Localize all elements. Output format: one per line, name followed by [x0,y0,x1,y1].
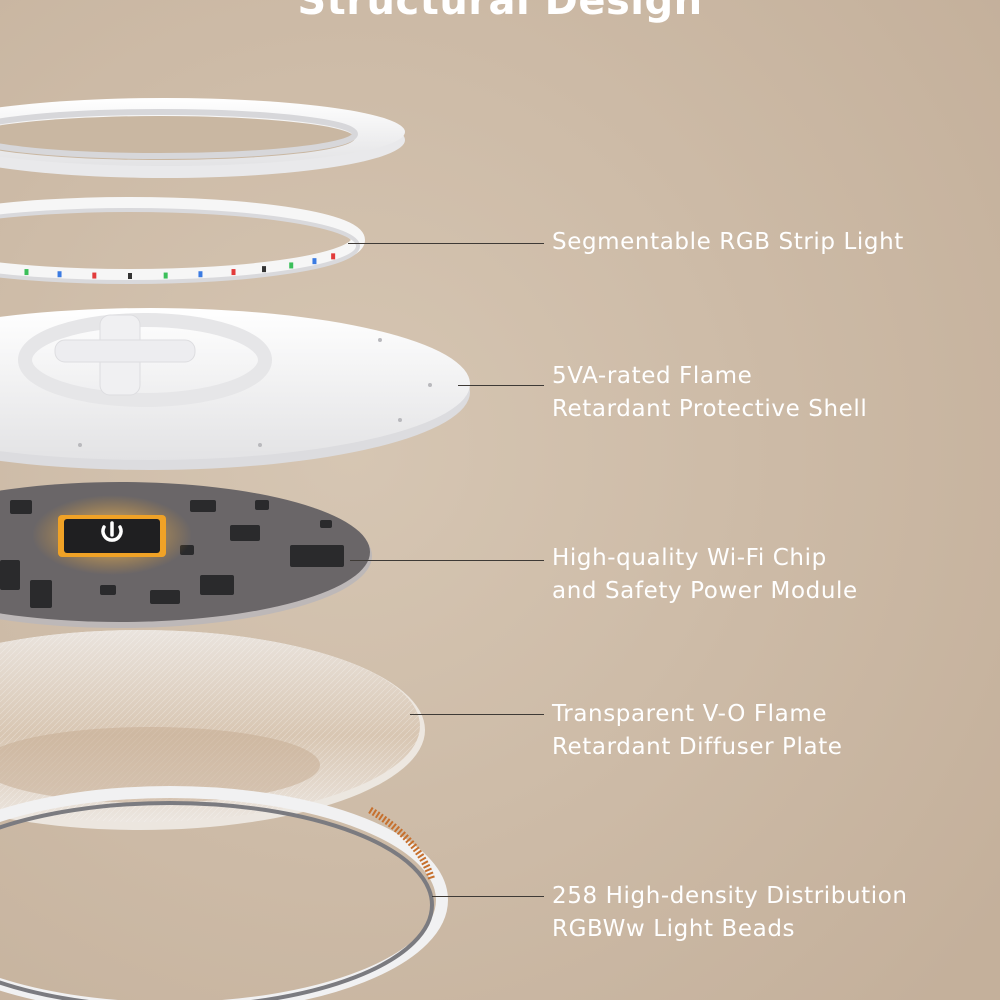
led-chip [312,258,317,265]
power-swirl-logo-icon [101,521,123,542]
pcb-board [0,482,372,628]
pcb-component [190,500,216,512]
pcb-component [290,545,344,567]
led-chip [57,271,62,278]
pcb-component [150,590,180,604]
led-chip [231,269,236,276]
label-diffuser-plate: Transparent V-O Flame Retardant Diffuser… [552,701,843,760]
label-wifi-chip: High-quality Wi-Fi Chip and Safety Power… [552,545,858,604]
led-chip [128,273,132,279]
pcb-component [0,560,20,590]
pcb-component [100,585,116,595]
pcb-component [320,520,332,528]
label-protective-shell: 5VA-rated Flame Retardant Protective She… [552,363,868,422]
leader-line-strip [348,243,544,244]
led-chip [262,266,267,273]
leader-line-shell [458,385,544,386]
led-chip [289,262,294,269]
pcb-component [255,500,269,510]
label-strip-light: Segmentable RGB Strip Light [552,229,904,255]
page-title: Structural Design [297,0,703,24]
leader-line-diffuser [410,714,544,715]
pcb-component [10,500,32,514]
label-light-beads: 258 High-density Distribution RGBWw Ligh… [552,883,908,942]
led-chip [24,269,29,276]
led-chip [92,272,97,279]
leader-line-chip [350,560,544,561]
pcb-component [200,575,234,595]
led-chip [331,253,336,260]
led-chip [163,272,168,279]
led-chip [198,271,203,278]
pcb-component [30,580,52,608]
pcb-component [230,525,260,541]
light-bead-ring [0,786,448,1000]
protective-shell [0,308,470,470]
rgb-strip [0,197,365,284]
top-ring [0,98,405,178]
diffuser-plate [0,630,425,830]
leader-line-beads [432,896,544,897]
